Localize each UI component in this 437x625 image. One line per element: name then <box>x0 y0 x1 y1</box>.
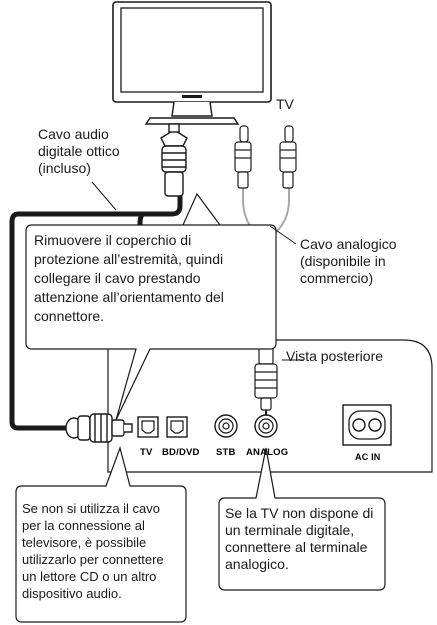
callout-cd-text: Se non si utilizza il cavo per la connes… <box>22 500 186 602</box>
port-label-bd-dvd: BD/DVD <box>162 447 200 458</box>
optical-cable-label-line: (incluso) <box>38 160 91 176</box>
callout-no-digital-line: connettere al terminale <box>225 539 368 555</box>
callout-cd-line: per la connessione al <box>22 518 145 533</box>
callout-cd-line: televisore, è possibile <box>22 535 147 550</box>
tv-label: TV <box>276 96 294 112</box>
optical-cable-label-line: Cavo audio <box>38 126 109 142</box>
optical-cable <box>9 196 183 431</box>
port-label-stb: STB <box>216 447 236 458</box>
callout-cover-line: attenzione all’orientamento del <box>34 289 224 305</box>
port-label-ac-in: AC IN <box>355 452 381 462</box>
optical-cable-label-line: digitale ottico <box>38 143 120 159</box>
port-label-analog: ANALOG <box>246 447 289 458</box>
callout-cover-line: Rimuovere il coperchio di <box>34 232 192 248</box>
television <box>112 1 272 125</box>
optical-plug-top <box>160 123 188 197</box>
callout-cover-line: protezione all’estremità, quindi <box>34 251 224 267</box>
optical-port-tv <box>137 416 159 438</box>
analog-cable-label-line: (disponibile in <box>300 253 386 269</box>
callout-cover-line: collegare il cavo prestando <box>34 270 201 286</box>
callout-cd-line: utilizzarlo per connettere <box>22 552 164 567</box>
leader-analog-cable <box>269 225 297 245</box>
callout-no-digital-line: un terminale digitale, <box>225 522 355 538</box>
callout-no-digital-line: Se la TV non dispone di <box>225 505 374 521</box>
callout-cover-bubble <box>25 192 277 421</box>
callout-cd-line: Se non si utilizza il cavo <box>22 501 161 516</box>
ac-inlet <box>342 404 392 446</box>
leader-optical-cable <box>91 181 117 211</box>
callout-no-digital-bubble <box>218 447 386 591</box>
callout-cover-line: connettore. <box>34 308 105 324</box>
analog-cable-label-line: commercio) <box>300 270 374 286</box>
callout-cd-line: un lettore CD o un altro <box>22 569 157 584</box>
rca-plug-left <box>234 125 252 189</box>
port-label-tv: TV <box>140 447 153 458</box>
callout-cd-bubble <box>15 446 187 623</box>
coaxial-port-stb <box>214 414 238 438</box>
callout-no-digital-line: analogico. <box>225 556 289 572</box>
analog-cable-label: Cavo analogico (disponibile in commercio… <box>300 236 397 287</box>
analog-cable-label-line: Cavo analogico <box>300 236 397 252</box>
optical-cable-label: Cavo audio digitale ottico (incluso) <box>38 126 120 177</box>
analog-port <box>254 414 278 438</box>
optical-port-bd-dvd <box>166 416 188 438</box>
rca-plug-right <box>279 125 297 189</box>
callout-cover-text: Rimuovere il coperchio di protezione all… <box>34 231 274 326</box>
rear-view-label: Vista posteriore <box>286 348 384 364</box>
optical-plug-bottom <box>65 413 133 443</box>
callout-no-digital-text: Se la TV non dispone di un terminale dig… <box>225 505 385 573</box>
rca-plug-bottom <box>254 345 278 420</box>
callout-cd-line: dispositivo audio. <box>22 586 122 601</box>
